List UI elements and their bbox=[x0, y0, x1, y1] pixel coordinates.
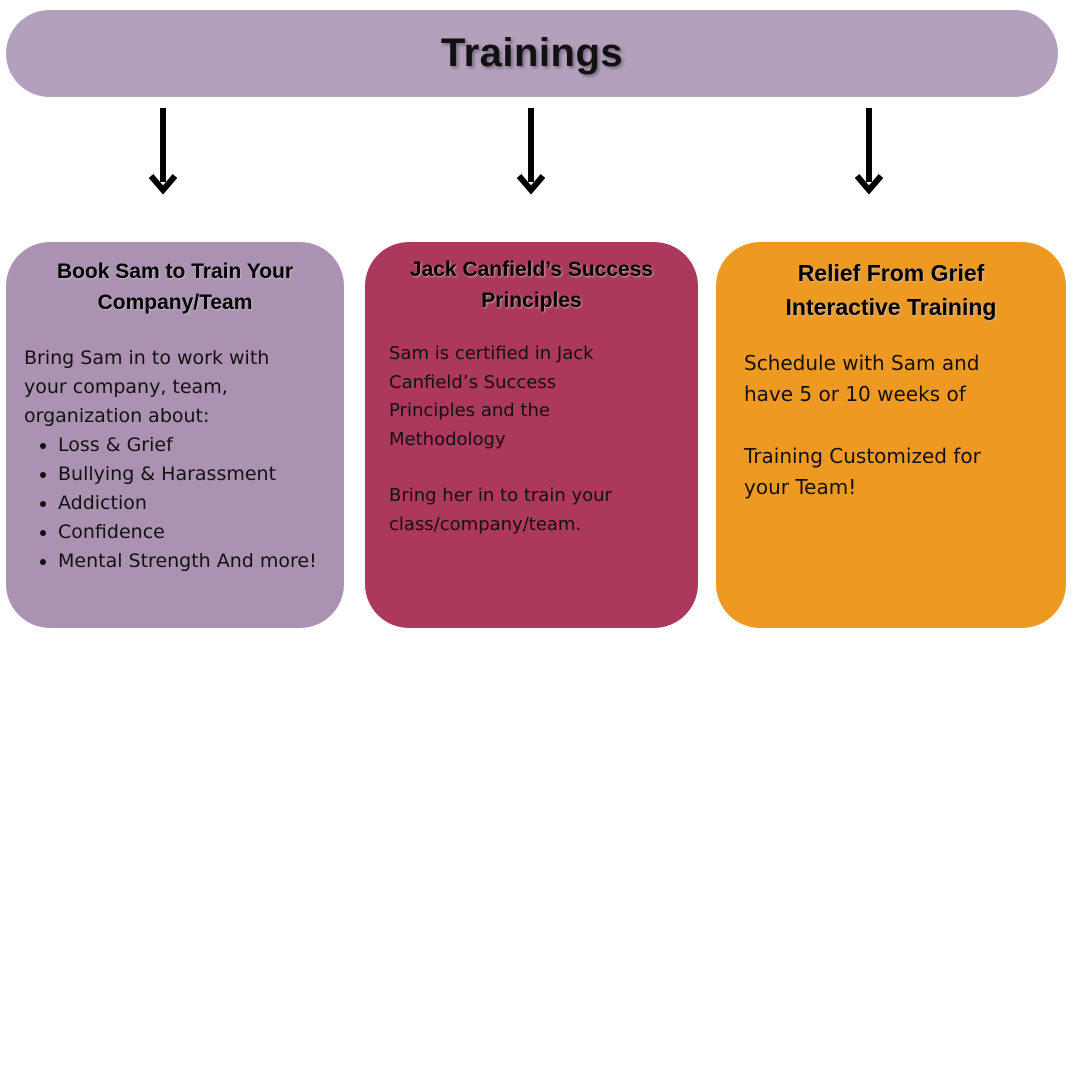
card-book-sam: Book Sam to Train Your Company/Team Brin… bbox=[6, 242, 344, 628]
list-item: Bullying & Harassment bbox=[58, 460, 336, 489]
topic-list: Loss & Grief Bullying & Harassment Addic… bbox=[24, 431, 336, 576]
card-text-line: Schedule with Sam and bbox=[744, 351, 980, 375]
arrow-down-icon-left bbox=[148, 108, 178, 195]
banner-title: Trainings bbox=[440, 31, 624, 75]
card-title: Jack Canfield’s Success Principles bbox=[375, 254, 688, 316]
card-title: Relief From Grief Interactive Training bbox=[726, 256, 1056, 324]
card-title: Book Sam to Train Your Company/Team bbox=[16, 256, 334, 318]
card-title-line: Jack Canfield’s Success bbox=[409, 258, 654, 281]
card-text-line: your Team! bbox=[744, 475, 857, 499]
card-text-line: have 5 or 10 weeks of bbox=[744, 382, 966, 406]
card-title-line: Company/Team bbox=[97, 291, 253, 314]
card-text-line: Bring her in to train your bbox=[389, 485, 612, 506]
card-title-line: Interactive Training bbox=[785, 294, 997, 320]
arrow-down-icon-center bbox=[516, 108, 546, 195]
card-text-line: Sam is certified in Jack bbox=[389, 343, 594, 364]
list-item: Loss & Grief bbox=[58, 431, 336, 460]
card-text-line: class/company/team. bbox=[389, 513, 582, 535]
card-text-line: Canfield’s Success bbox=[389, 371, 557, 393]
card-text-line: Bring Sam in to work with bbox=[24, 347, 270, 369]
list-item: Addiction bbox=[58, 489, 336, 518]
list-item: Confidence bbox=[58, 518, 336, 547]
card-text-line: Training Customized for bbox=[744, 444, 981, 468]
card-title-line: Principles bbox=[481, 289, 582, 312]
card-body: Sam is certified in Jack Canfield’s Succ… bbox=[389, 340, 684, 539]
trainings-banner: Trainings bbox=[6, 10, 1058, 97]
card-title-line: Relief From Grief bbox=[797, 260, 985, 286]
card-text-line: organization about: bbox=[24, 405, 210, 427]
card-text-line: Principles and the bbox=[389, 400, 550, 421]
card-body: Bring Sam in to work with your company, … bbox=[24, 344, 336, 576]
card-relief-from-grief: Relief From Grief Interactive Training S… bbox=[716, 242, 1066, 628]
arrow-down-icon-right bbox=[854, 108, 884, 195]
card-body: Schedule with Sam and have 5 or 10 weeks… bbox=[744, 348, 1052, 503]
list-item: Mental Strength And more! bbox=[58, 547, 336, 576]
card-text-line: Methodology bbox=[389, 428, 506, 450]
card-title-line: Book Sam to Train Your bbox=[56, 260, 294, 283]
card-success-principles: Jack Canfield’s Success Principles Sam i… bbox=[365, 242, 698, 628]
card-text-line: your company, team, bbox=[24, 376, 228, 398]
